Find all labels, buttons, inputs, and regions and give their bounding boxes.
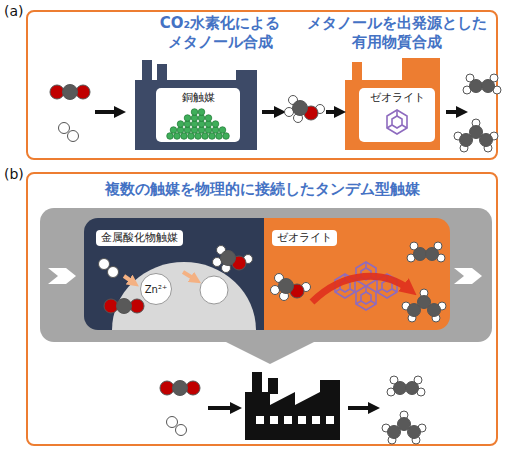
product-molecule xyxy=(382,411,426,444)
text-slot: メタノールを出発源とした 有用物質合成 xyxy=(299,14,495,52)
copper-particle xyxy=(198,127,205,134)
copper-particle xyxy=(212,121,219,128)
text-slot: ゼオライト xyxy=(272,226,337,246)
copper-particle xyxy=(191,121,198,128)
copper-particle xyxy=(174,133,181,140)
copper-particle xyxy=(170,127,177,134)
panel-letter: (a) xyxy=(4,3,24,19)
process-arrow xyxy=(95,110,120,114)
copper-particle xyxy=(223,133,230,140)
copper-particle xyxy=(216,133,223,140)
copper-particle xyxy=(191,127,198,134)
factory-icon xyxy=(345,58,440,150)
banner-pointer xyxy=(222,340,318,364)
copper-catalyst xyxy=(167,109,230,140)
copper-particle xyxy=(191,109,198,116)
factory-icon xyxy=(135,60,257,150)
panel-title: メタノールを出発源とした 有用物質合成 xyxy=(299,14,495,52)
panel-box: CO₂水素化による メタノール合成メタノールを出発源とした 有用物質合成銅触媒 ゼ… xyxy=(26,10,498,160)
copper-particle xyxy=(177,127,184,134)
zeolite-framework xyxy=(356,286,376,310)
box-label: ゼオライト xyxy=(272,230,337,246)
copper-particle xyxy=(212,127,219,134)
panel-letter: (b) xyxy=(4,166,24,182)
copper-particle xyxy=(181,133,188,140)
process-arrow xyxy=(326,110,340,114)
methanol-molecule xyxy=(271,274,311,301)
ion-label: Zn²⁺ xyxy=(140,273,172,305)
copper-particle xyxy=(209,133,216,140)
flow-arrow xyxy=(454,268,482,284)
tandem-banner xyxy=(40,208,492,342)
panel-title: CO₂水素化による メタノール合成 xyxy=(145,14,295,52)
factory-icon xyxy=(245,372,340,440)
co2-molecule xyxy=(160,381,200,396)
product-molecule xyxy=(454,119,498,152)
methanol-molecule xyxy=(213,246,253,273)
text-slot: 複数の触媒を物理的に接続したタンデム型触媒 xyxy=(28,180,496,199)
copper-particle xyxy=(184,115,191,122)
copper-particle xyxy=(177,121,184,128)
flow-arrow xyxy=(48,268,76,284)
h2-molecule xyxy=(167,417,187,436)
product-molecule xyxy=(402,289,446,322)
process-arrow xyxy=(262,110,280,114)
text-slot: CO₂水素化による メタノール合成 xyxy=(145,14,295,52)
panel-title: 複数の触媒を物理的に接続したタンデム型触媒 xyxy=(28,180,496,199)
copper-particle xyxy=(195,133,202,140)
oxide-surface xyxy=(112,262,256,330)
text-slot: ゼオライト xyxy=(359,91,435,104)
ion-circle: Zn²⁺ xyxy=(140,273,172,305)
text-slot: Zn²⁺ xyxy=(140,273,172,305)
copper-particle xyxy=(198,115,205,122)
reaction-arrow xyxy=(312,276,410,302)
copper-particle xyxy=(198,109,205,116)
box-label: ゼオライト xyxy=(359,91,435,104)
copper-particle xyxy=(191,115,198,122)
copper-particle xyxy=(184,121,191,128)
zeolite-framework xyxy=(387,110,407,134)
adsorption-arrow xyxy=(183,272,196,280)
copper-particle xyxy=(205,127,212,134)
copper-particle xyxy=(205,121,212,128)
co2-molecule xyxy=(104,299,144,314)
product-molecule xyxy=(407,242,445,262)
product-molecule xyxy=(463,74,501,94)
text-slot: 銅触媒 xyxy=(156,91,240,104)
copper-particle xyxy=(188,133,195,140)
product-molecule xyxy=(387,376,425,396)
h2-molecule xyxy=(99,259,119,278)
process-arrow xyxy=(446,110,462,114)
box-label: 金属酸化物触媒 xyxy=(96,230,183,246)
box-label: 銅触媒 xyxy=(156,91,240,104)
copper-particle xyxy=(184,127,191,134)
copper-particle xyxy=(219,127,226,134)
adsorption-arrow xyxy=(124,276,134,283)
h2-molecule xyxy=(59,123,79,142)
oxygen-vacancy xyxy=(200,276,228,304)
methanol-molecule xyxy=(285,96,325,123)
copper-particle xyxy=(198,121,205,128)
factory-window xyxy=(256,416,334,424)
text-slot: 金属酸化物触媒 xyxy=(96,226,183,246)
process-arrow xyxy=(348,406,374,410)
co2-molecule xyxy=(50,85,90,100)
process-arrow xyxy=(208,406,236,410)
copper-particle xyxy=(202,133,209,140)
copper-particle xyxy=(167,133,174,140)
copper-particle xyxy=(205,115,212,122)
